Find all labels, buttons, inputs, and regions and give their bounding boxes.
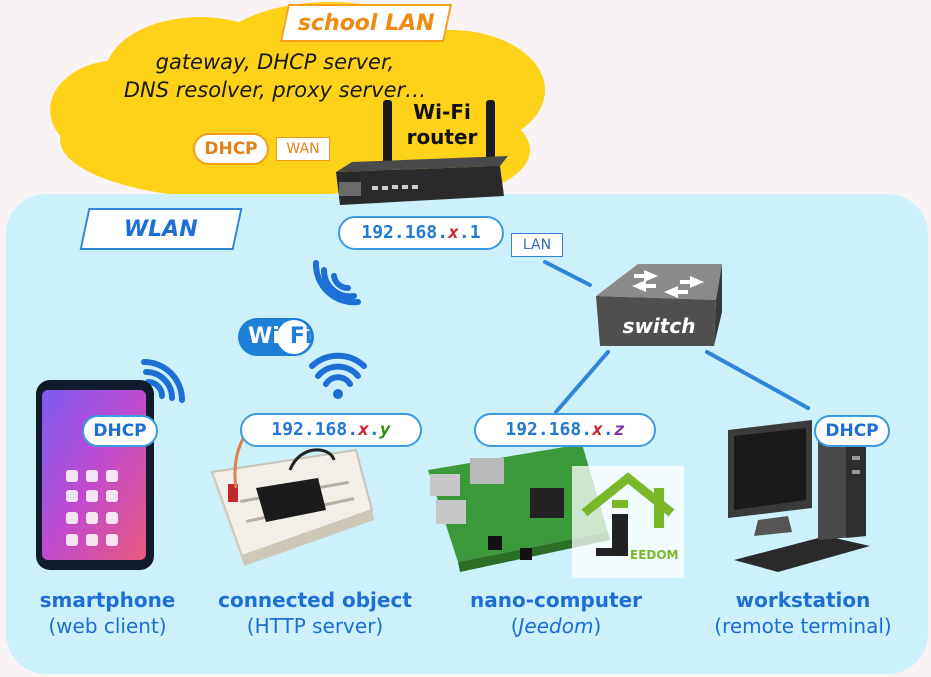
nano-computer-ip-prefix: 192.168. bbox=[505, 419, 593, 440]
wlan-tag-text: WLAN bbox=[124, 216, 198, 242]
nano-computer-label: nano-computer (Jeedom) bbox=[450, 587, 662, 639]
router-wifi-signal-icon bbox=[312, 260, 361, 306]
nano-computer-ip-badge: 192.168.x.z bbox=[474, 413, 656, 447]
connected-object-role: (HTTP server) bbox=[246, 614, 384, 638]
nano-computer-role-italic: Jeedom bbox=[518, 614, 594, 638]
link-switch-nano bbox=[554, 350, 610, 414]
workstation-name: workstation bbox=[735, 588, 871, 612]
school-lan-tag-text: school LAN bbox=[297, 10, 435, 36]
connected-object-wifi-icon bbox=[309, 352, 367, 387]
services-line-1: gateway, DHCP server, bbox=[155, 50, 395, 74]
wlan-tag: WLAN bbox=[79, 208, 243, 250]
wifi-logo-text-right: Fi bbox=[289, 324, 313, 349]
router-label-line1: Wi-Fi bbox=[413, 100, 471, 124]
smartphone-wifi-icon bbox=[141, 359, 185, 403]
nano-computer-role-open: ( bbox=[510, 614, 519, 638]
connected-object-breadboard-icon bbox=[210, 415, 374, 566]
router-label: Wi-Fi router bbox=[392, 100, 492, 150]
connected-object-ip-var1: x bbox=[358, 419, 369, 440]
wifi-logo-text: Wi Fi bbox=[242, 322, 312, 352]
router-ip-suffix: .1 bbox=[458, 222, 481, 243]
school-lan-tag: school LAN bbox=[279, 4, 453, 42]
workstation-role: (remote terminal) bbox=[714, 614, 892, 638]
router-label-line2: router bbox=[406, 125, 478, 149]
switch-label: switch bbox=[622, 314, 696, 338]
nano-computer-ip-var2: z bbox=[613, 419, 625, 440]
nano-computer-role: (Jeedom) bbox=[450, 613, 662, 639]
router-ip-badge: 192.168.x.1 bbox=[338, 216, 504, 250]
network-links bbox=[543, 260, 810, 414]
lan-label: LAN bbox=[511, 233, 563, 257]
nano-computer-name: nano-computer bbox=[470, 588, 642, 612]
smartphone-dhcp-badge: DHCP bbox=[82, 415, 158, 447]
smartphone-role: (web client) bbox=[48, 614, 167, 638]
wifi-logo-icon bbox=[238, 318, 314, 356]
raspberry-pi-icon bbox=[428, 444, 610, 572]
workstation-label: workstation (remote terminal) bbox=[688, 587, 918, 639]
connected-object-ip-badge: 192.168.x.y bbox=[240, 413, 422, 447]
nano-computer-ip-dot: . bbox=[602, 419, 614, 440]
smartphone-icon bbox=[36, 380, 154, 570]
wifi-dot bbox=[333, 389, 343, 399]
connected-object-ip-prefix: 192.168. bbox=[271, 419, 359, 440]
workstation-icon bbox=[728, 420, 870, 572]
smartphone-name: smartphone bbox=[39, 588, 176, 612]
school-dhcp-badge: DHCP bbox=[193, 133, 269, 165]
router-ip-prefix: 192.168. bbox=[361, 222, 449, 243]
router-ip-var: x bbox=[448, 222, 459, 243]
workstation-dhcp-badge: DHCP bbox=[814, 415, 890, 447]
services-line-2: DNS resolver, proxy server… bbox=[123, 78, 427, 102]
nano-computer-ip-var1: x bbox=[592, 419, 603, 440]
wifi-router-icon bbox=[336, 100, 508, 205]
connected-object-label: connected object (HTTP server) bbox=[205, 587, 425, 639]
wan-label: WAN bbox=[276, 137, 330, 161]
switch-icon bbox=[596, 264, 722, 346]
connected-object-name: connected object bbox=[218, 588, 412, 612]
link-router-switch bbox=[543, 260, 592, 287]
wifi-logo-text-left: Wi bbox=[248, 324, 280, 349]
smartphone-label: smartphone (web client) bbox=[10, 587, 205, 639]
jeedom-logo-icon bbox=[572, 466, 684, 578]
connected-object-ip-dot: . bbox=[368, 419, 380, 440]
link-switch-workstation bbox=[705, 350, 810, 410]
connected-object-ip-var2: y bbox=[379, 419, 391, 440]
school-lan-services: gateway, DHCP server, DNS resolver, prox… bbox=[110, 48, 440, 104]
jeedom-logo-text: EEDOM bbox=[630, 548, 679, 562]
nano-computer-role-close: ) bbox=[593, 614, 602, 638]
